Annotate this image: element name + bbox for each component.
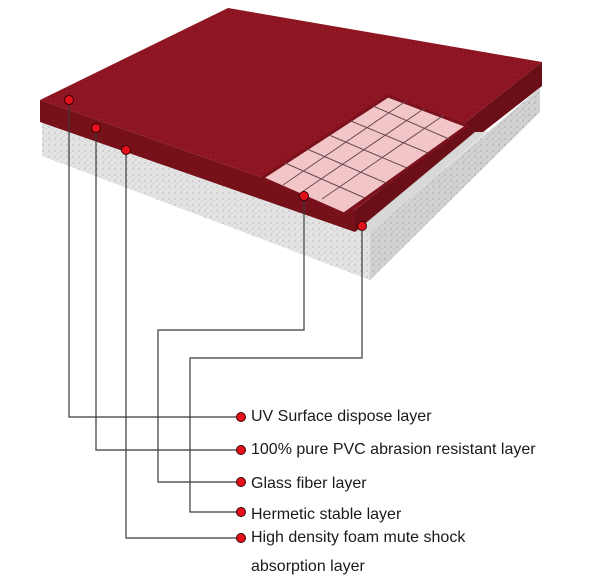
dot-uv xyxy=(64,95,74,105)
label-foam-line1: High density foam mute shock xyxy=(251,529,466,546)
label-uv-surface: UV Surface dispose layer xyxy=(251,408,432,425)
cutaway-recess xyxy=(355,132,487,232)
label-dot-glass xyxy=(236,477,246,487)
leader-line-foam xyxy=(125,150,241,539)
dot-foam xyxy=(121,145,131,155)
foam-right-shade xyxy=(370,88,540,280)
mesh-grid xyxy=(282,100,450,200)
label-dot-foam xyxy=(236,533,246,543)
dot-hermetic xyxy=(357,221,367,231)
surface-right-edge xyxy=(355,62,542,232)
label-dot-uv xyxy=(236,412,246,422)
callout-dots xyxy=(64,95,367,231)
leader-lines xyxy=(68,100,363,539)
label-foam-line2: absorption layer xyxy=(251,558,365,575)
label-dot-hermetic xyxy=(236,507,246,517)
foam-right-face xyxy=(370,88,540,280)
leader-line-uv xyxy=(68,100,241,418)
leader-line-pvc xyxy=(95,128,241,451)
label-glass-fiber: Glass fiber layer xyxy=(251,475,367,492)
dot-pvc xyxy=(91,123,101,133)
surface-front-edge xyxy=(40,100,355,232)
dot-glass xyxy=(299,191,309,201)
label-dots xyxy=(236,412,246,543)
foam-front-face xyxy=(42,122,370,280)
leader-line-glass xyxy=(157,196,305,483)
label-pvc-layer: 100% pure PVC abrasion resistant layer xyxy=(251,441,536,458)
label-hermetic: Hermetic stable layer xyxy=(251,506,402,523)
label-dot-pvc xyxy=(236,445,246,455)
leader-line-hermetic xyxy=(189,226,363,513)
